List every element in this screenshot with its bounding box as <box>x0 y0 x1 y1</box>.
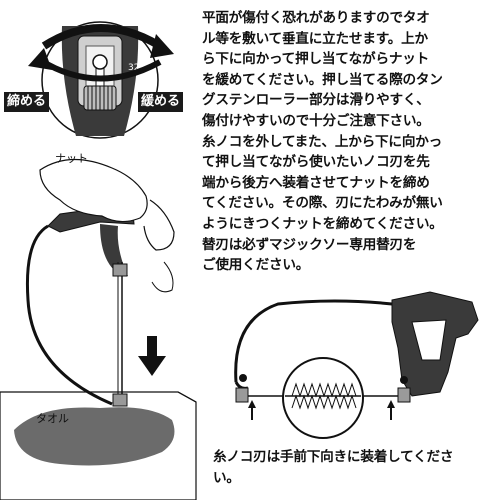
instruction-line: 替刃は必ずマジックソー専用替刃を <box>202 236 417 253</box>
note-line: 糸ノコ刃は手前下向きに装着してくださ <box>213 449 454 465</box>
instruction-line: 傷付けやすいので十分ご注意下さい。 <box>202 112 430 129</box>
instruction-line: ル等を敷いて垂直に立たせます。上か <box>202 30 428 47</box>
blade-mounting-illustration <box>234 291 479 439</box>
note-line: い。 <box>213 469 240 486</box>
instruction-line: て押し当てながら使いたいノコ刃を先 <box>202 154 430 171</box>
saw-on-towel-illustration <box>0 158 197 500</box>
svg-text:32: 32 <box>128 63 139 73</box>
rotation-arrows-icon <box>28 24 174 82</box>
instruction-line: 平面が傷付く恐れがありますのでタオ <box>202 10 430 26</box>
instruction-line: てください。その際、刃にたわみが無い <box>202 195 443 212</box>
instruction-line: グステンローラー部分は滑りやすく、 <box>202 92 430 109</box>
blade-direction-note: 糸ノコ刃は手前下向きに装着してくださ い。 <box>213 447 453 488</box>
instruction-line: ようにきつくナットを締めてください。 <box>202 215 443 232</box>
instruction-line: 端から後方へ装着させてナットを締め <box>202 174 430 191</box>
instruction-line: ご使用ください。 <box>202 257 310 274</box>
instruction-line: を緩めてください。押し当てる際のタン <box>202 71 443 88</box>
up-arrow-icon <box>248 400 395 420</box>
down-arrow-icon <box>138 336 166 376</box>
instruction-line: 糸ノコを外してまた、上から下に向かっ <box>202 133 442 150</box>
instruction-paragraph: 平面が傷付く恐れがありますのでタオ ル等を敷いて垂直に立たせます。上か ら下に向… <box>202 8 443 276</box>
instruction-line: ら下に向かって押し当てながらナット <box>202 51 430 68</box>
